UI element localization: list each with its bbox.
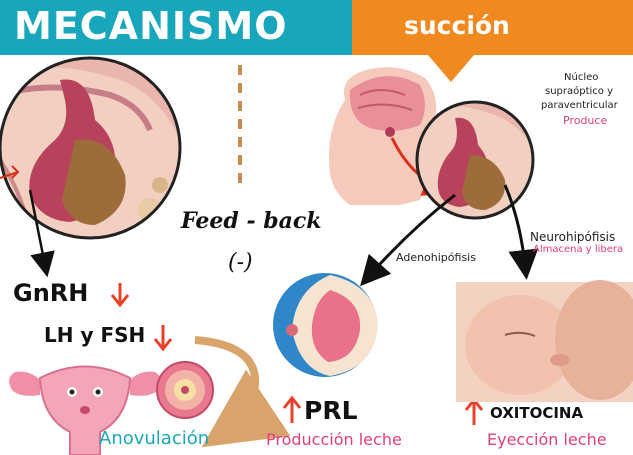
milk-ejection-label: Eyección leche [487, 430, 607, 449]
head-brain-illustration [329, 67, 436, 205]
milk-production-label: Producción leche [266, 430, 402, 449]
anovulation-label: Anovulación [99, 428, 209, 449]
nucleus-label-line2: supraóptico y [545, 86, 613, 97]
breast-illustration [273, 273, 378, 377]
lh-fsh-label: LH y FSH [44, 323, 145, 347]
prl-up-arrow [284, 398, 300, 423]
prl-label: PRL [304, 396, 358, 425]
oxytocin-up-arrow [466, 400, 482, 425]
gnrh-label: GnRH [13, 279, 88, 307]
breastfeeding-photo [456, 280, 633, 402]
oxytocin-label: OXITOCINA [490, 404, 583, 422]
adenohypophysis-label: Adenohipófisis [396, 251, 476, 264]
nucleus-action-label: Produce [563, 114, 607, 127]
nucleus-label-line3: paraventricular [541, 100, 618, 111]
feedback-label: Feed - back [181, 208, 322, 234]
neurohypophysis-label: Neurohipófisis [530, 230, 615, 244]
lhfsh-down-arrow [155, 325, 171, 349]
feedback-sign: (-) [228, 250, 253, 275]
nucleus-label-line1: Núcleo [564, 72, 598, 83]
neurohypophysis-action-label: Almacena y libera [533, 244, 623, 255]
ovary-follicle-illustration [157, 362, 213, 418]
gnrh-down-arrow [112, 283, 128, 305]
